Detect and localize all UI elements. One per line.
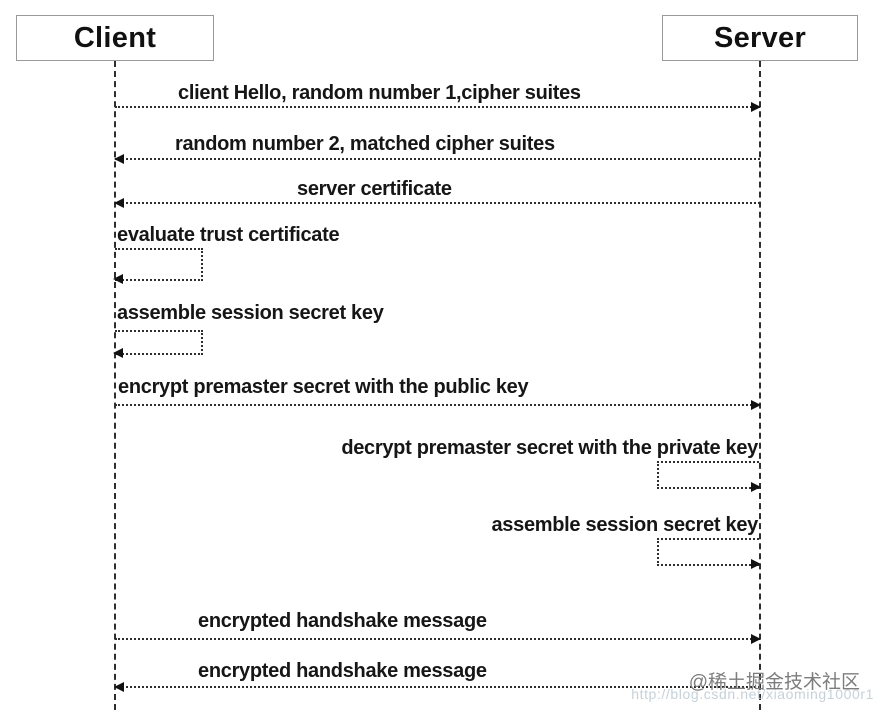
- self-loop-assemble-session-key-client: [113, 330, 203, 358]
- self-loop-decrypt-premaster: [657, 461, 761, 492]
- action-label-assemble-session-key-server: assemble session secret key: [491, 514, 758, 536]
- message-label-finished-server: encrypted handshake message: [198, 660, 487, 682]
- lifeline-server: [759, 61, 761, 710]
- actor-label-server: Server: [713, 21, 807, 54]
- actor-box-client: Client: [16, 15, 214, 61]
- lifeline-client: [114, 61, 116, 710]
- message-arrow-encrypt-premaster: [115, 400, 761, 410]
- watermark-community: @稀土掘金技术社区: [688, 672, 860, 693]
- arrowhead-left-icon: [114, 198, 124, 208]
- action-label-assemble-session-key-client: assemble session secret key: [117, 302, 384, 324]
- arrowhead-left-icon: [113, 274, 123, 284]
- message-label-finished-client: encrypted handshake message: [198, 610, 487, 632]
- message-label-encrypt-premaster: encrypt premaster secret with the public…: [118, 376, 529, 398]
- message-label-client-hello: client Hello, random number 1,cipher sui…: [178, 82, 581, 104]
- self-loop-assemble-session-key-server: [657, 538, 761, 569]
- message-label-server-hello: random number 2, matched cipher suites: [175, 133, 555, 155]
- action-label-evaluate-trust-certificate: evaluate trust certificate: [117, 224, 340, 246]
- arrowhead-left-icon: [113, 348, 123, 358]
- message-arrow-server-certificate: [114, 198, 760, 208]
- message-arrow-finished-client: [115, 634, 761, 644]
- arrowhead-left-icon: [114, 682, 124, 692]
- arrowhead-left-icon: [114, 154, 124, 164]
- actor-label-client: Client: [73, 21, 157, 54]
- arrowhead-right-icon: [751, 102, 761, 112]
- arrowhead-right-icon: [751, 559, 761, 569]
- arrowhead-right-icon: [751, 482, 761, 492]
- message-label-server-certificate: server certificate: [297, 178, 452, 200]
- arrowhead-right-icon: [751, 634, 761, 644]
- message-arrow-client-hello: [115, 102, 761, 112]
- action-label-decrypt-premaster: decrypt premaster secret with the privat…: [341, 437, 758, 459]
- message-arrow-server-hello: [114, 154, 760, 164]
- self-loop-evaluate-trust-certificate: [113, 248, 203, 284]
- actor-box-server: Server: [662, 15, 858, 61]
- arrowhead-right-icon: [751, 400, 761, 410]
- watermark-url: http://blog.csdn.net/xiaoming1000r1: [631, 686, 874, 702]
- message-arrow-finished-server: [114, 682, 760, 692]
